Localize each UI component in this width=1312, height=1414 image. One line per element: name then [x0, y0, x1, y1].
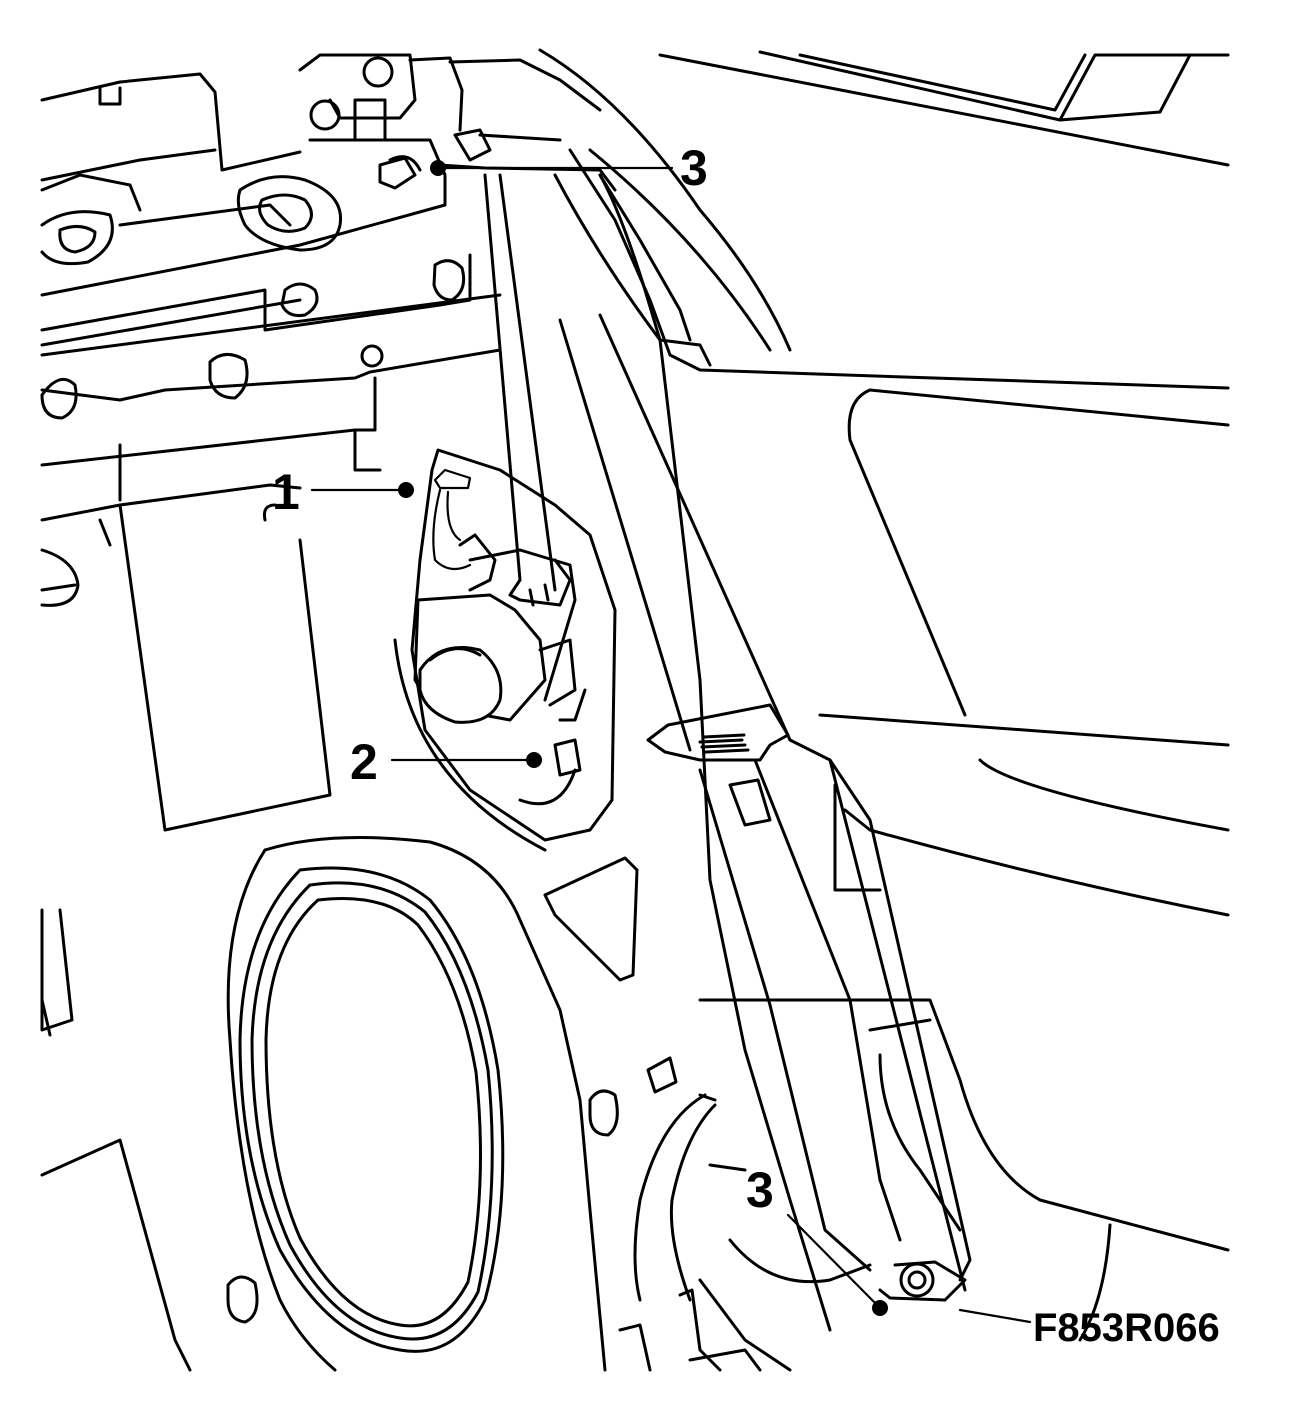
callout-1-label: 1 [272, 464, 300, 520]
upper-body-structure [40, 53, 602, 347]
callout-3-upper-label: 3 [680, 140, 708, 196]
figure-code: F853R066 [1033, 1306, 1220, 1350]
upper-anchor-bolt [378, 155, 422, 190]
leader-line-2 [390, 752, 542, 768]
lower-belt-run [558, 313, 972, 1292]
door-speaker-area [40, 836, 872, 1372]
b-pillar [438, 48, 1230, 1332]
leader-line-code [958, 1308, 1032, 1324]
right-body-structure [658, 50, 1230, 1342]
leader-line-3-upper [430, 160, 674, 176]
leader-line-3-lower [786, 1213, 888, 1316]
rear-panel [40, 293, 502, 832]
callout-3-lower-label: 3 [746, 1162, 774, 1218]
leader-line-1 [310, 482, 414, 498]
belt-webbing [483, 173, 572, 607]
callout-2-label: 2 [350, 734, 378, 790]
seat-belt-retractor [393, 448, 617, 852]
lower-anchor-bolt [878, 1260, 967, 1302]
